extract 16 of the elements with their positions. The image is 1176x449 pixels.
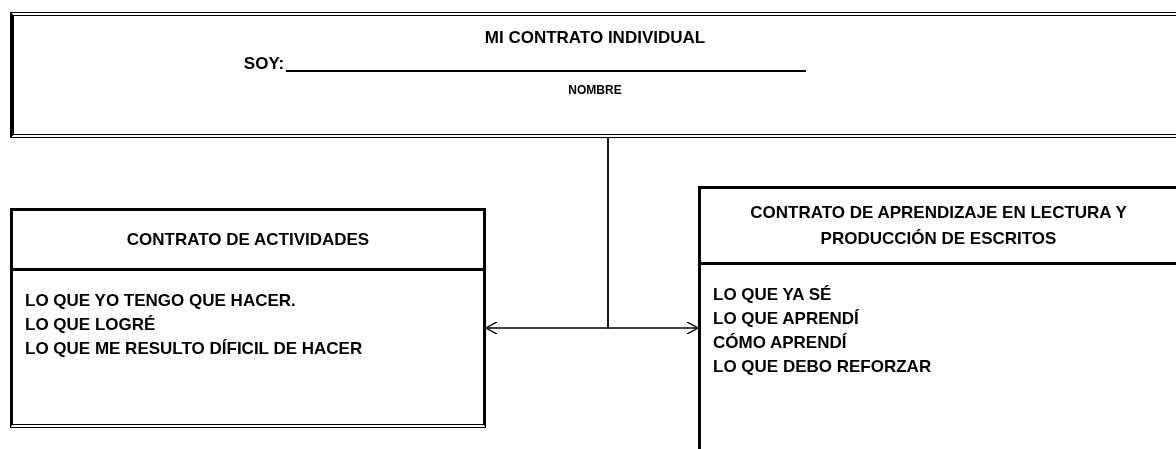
box-heading: CONTRATO DE APRENDIZAJE EN LECTURA Y PRODUCCIÓN DE ESCRITOS — [749, 201, 1128, 250]
connector-arrow — [607, 137, 699, 335]
field-label: SOY: — [243, 53, 285, 75]
list-item-text: LO QUE YA SÉ — [713, 284, 833, 306]
list-item-text: CÓMO APRENDÍ — [713, 332, 848, 354]
list-item-text: LO QUE APRENDÍ — [713, 308, 860, 330]
list-item-text: LO QUE ME RESULTO DÍFICIL DE HACER — [25, 338, 364, 360]
list-item-text: LO QUE DEBO REFORZAR — [713, 356, 933, 378]
title-text: MI CONTRATO INDIVIDUAL — [484, 27, 706, 49]
list-item-text: LO QUE YO TENGO QUE HACER. — [25, 290, 297, 312]
box-heading: CONTRATO DE ACTIVIDADES — [126, 228, 370, 251]
field-caption: NOMBRE — [568, 82, 622, 98]
contract-box — [10, 208, 486, 428]
list-item-text: LO QUE LOGRÉ — [25, 314, 157, 336]
header-box — [10, 12, 1176, 138]
contract-box — [698, 186, 1176, 449]
